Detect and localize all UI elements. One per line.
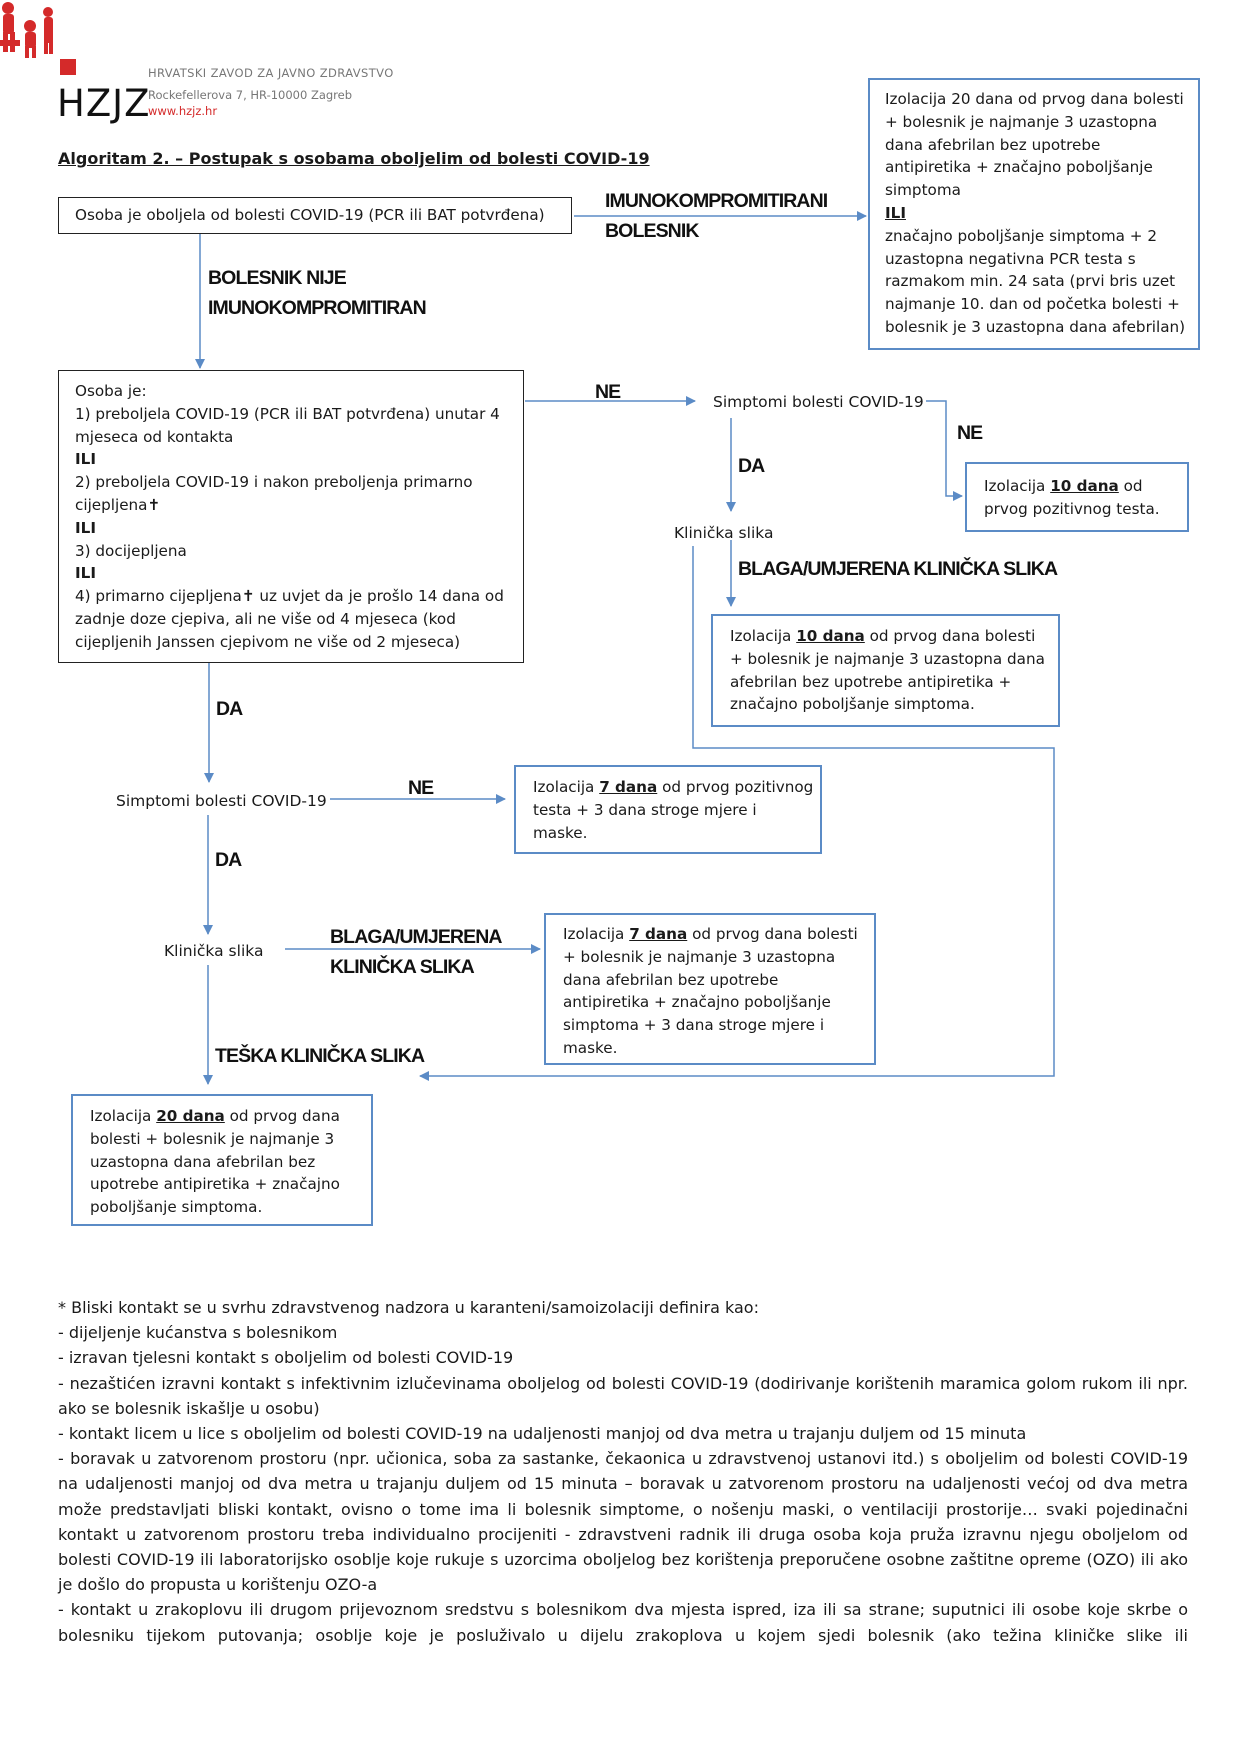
dagger-icon: ✝	[241, 587, 255, 606]
note-line: - dijeljenje kućanstva s bolesnikom	[58, 1323, 338, 1343]
label-imuno-line2: BOLESNIK	[605, 220, 699, 242]
label-not-imunokompromitiran: BOLESNIK NIJE IMUNOKOMPROMITIRAN	[208, 263, 427, 323]
start-box: Osoba je oboljela od bolesti COVID-19 (P…	[58, 197, 572, 234]
person-option-1: 1) preboljela COVID-19 (PCR ili BAT potv…	[75, 404, 500, 446]
close-contact-notes: * Bliski kontakt se u svrhu zdravstvenog…	[58, 1295, 1188, 1648]
label-not-imuno-line1: BOLESNIK NIJE	[208, 267, 347, 289]
institute-website[interactable]: www.hzjz.hr	[148, 104, 218, 118]
page-title: Algoritam 2. – Postupak s osobama obolje…	[58, 149, 650, 168]
note-line: - kontakt u zrakoplovu ili drugom prijev…	[58, 1600, 1188, 1645]
logo-red-square-icon	[60, 59, 76, 75]
person-option-2: 2) preboljela COVID-19 i nakon preboljen…	[75, 473, 473, 514]
iso10-days: 10 dana	[1050, 477, 1119, 495]
iso20-severe-box: Izolacija 20 dana od prvog dana bolesti …	[71, 1094, 373, 1226]
iso7-mild-box: Izolacija 7 dana od prvog dana bolesti +…	[544, 913, 876, 1065]
iso10-positive-box: Izolacija 10 dana od prvog pozitivnog te…	[965, 462, 1189, 532]
symptoms-right: Simptomi bolesti COVID-19	[713, 393, 924, 411]
note-line: - nezaštićen izravni kontakt s infektivn…	[58, 1373, 1188, 1418]
label-mild-right: BLAGA/UMJERENA KLINIČKA SLIKA	[738, 558, 1058, 580]
iso7-mild-days: 7 dana	[629, 925, 688, 943]
label-da-right: DA	[738, 455, 765, 477]
imuno-isolation-box: Izolacija 20 dana od prvog dana bolesti …	[868, 78, 1200, 350]
label-mild-left: BLAGA/UMJERENA KLINIČKA SLIKA	[330, 926, 502, 978]
person-condition-box: Osoba je: 1) preboljela COVID-19 (PCR il…	[58, 370, 524, 663]
iso20-days: 20 dana	[156, 1107, 225, 1125]
note-line: - kontakt licem u lice s oboljelim od bo…	[58, 1424, 1027, 1444]
person-ili-1: ILI	[75, 450, 96, 469]
clinical-right: Klinička slika	[674, 524, 774, 542]
imuno-text-part2: značajno poboljšanje simptoma + 2 uzasto…	[885, 226, 1186, 336]
logo-text: HZJZ	[57, 82, 151, 125]
dagger-icon: ✝	[147, 495, 161, 514]
institute-name: HRVATSKI ZAVOD ZA JAVNO ZDRAVSTVO	[148, 66, 394, 80]
label-imuno-line1: IMUNOKOMPROMITIRANI	[605, 190, 828, 212]
person-ili-3: ILI	[75, 564, 96, 583]
logo-figures-icon	[0, 2, 53, 58]
institute-address: Rockefellerova 7, HR-10000 Zagreb	[148, 88, 353, 102]
person-intro: Osoba je:	[75, 382, 147, 400]
label-not-imuno-line2: IMUNOKOMPROMITIRAN	[208, 297, 427, 319]
arrow-clinical-right-to-severe	[419, 546, 1055, 1081]
note-line: * Bliski kontakt se u svrhu zdravstvenog…	[58, 1298, 759, 1317]
imuno-ili: ILI	[885, 203, 906, 222]
label-ne-right: NE	[957, 422, 983, 444]
arrow-symptoms-right-to-iso10	[926, 400, 963, 501]
label-imunokompromitirani: IMUNOKOMPROMITIRANI BOLESNIK	[605, 186, 828, 246]
symptoms-left: Simptomi bolesti COVID-19	[116, 792, 327, 810]
person-option-4: 4) primarno cijepljena✝ uz uvjet da je p…	[75, 587, 504, 651]
logo	[0, 0, 70, 62]
iso10-mild-days: 10 dana	[796, 627, 865, 645]
imuno-text-part1: Izolacija 20 dana od prvog dana bolesti …	[885, 90, 1184, 200]
label-ne-left: NE	[408, 777, 434, 799]
label-da-left-2: DA	[215, 849, 242, 871]
iso10-mild-box: Izolacija 10 dana od prvog dana bolesti …	[711, 614, 1060, 727]
note-line: - izravan tjelesni kontakt s oboljelim o…	[58, 1348, 514, 1368]
start-text: Osoba je oboljela od bolesti COVID-19 (P…	[75, 206, 545, 224]
clinical-left: Klinička slika	[164, 942, 264, 960]
person-ili-2: ILI	[75, 518, 96, 537]
note-line: - boravak u zatvorenom prostoru (npr. uč…	[58, 1449, 1188, 1595]
label-severe: TEŠKA KLINIČKA SLIKA	[215, 1045, 425, 1067]
label-ne-top: NE	[595, 381, 621, 403]
person-option-3: 3) docijepljena	[75, 541, 187, 560]
iso7-days: 7 dana	[599, 778, 658, 796]
iso7-positive-box: Izolacija 7 dana od prvog pozitivnog tes…	[514, 765, 822, 854]
label-da-left-1: DA	[216, 698, 243, 720]
